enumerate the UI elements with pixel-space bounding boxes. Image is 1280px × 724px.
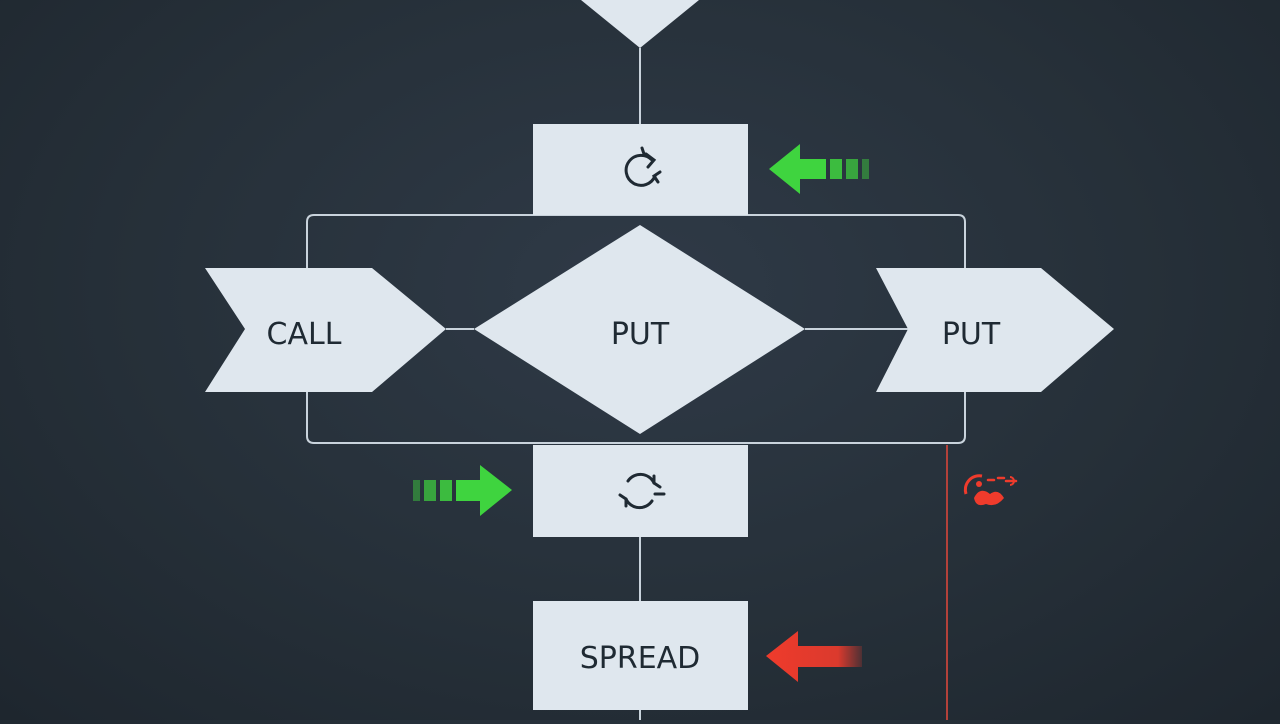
- cycle-icon: [618, 472, 666, 510]
- put-label: PUT: [942, 317, 1001, 352]
- top-triangle-node: [581, 0, 699, 48]
- green-arrow-dash: [424, 480, 436, 501]
- spread-node[interactable]: [533, 601, 748, 710]
- green-arrow-head-right: [456, 465, 512, 516]
- red-arrow-head-left: [766, 631, 862, 682]
- top-process-box: [533, 124, 748, 215]
- green-arrow-dash: [440, 480, 452, 501]
- refresh-icon: [624, 146, 662, 187]
- green-arrow-dash: [413, 480, 420, 501]
- green-arrow-in-top: [769, 144, 869, 194]
- green-arrow-dash: [846, 159, 858, 179]
- green-arrow-head-left: [769, 144, 826, 194]
- green-arrow-in-mid: [413, 465, 512, 516]
- spread-label: SPREAD: [580, 641, 701, 676]
- put-node[interactable]: [876, 268, 1114, 392]
- mid-process-box: [533, 445, 748, 537]
- call-label: CALL: [267, 317, 342, 352]
- put-decision-label: PUT: [611, 317, 670, 352]
- green-arrow-dash: [862, 159, 869, 179]
- put-decision-node[interactable]: [474, 225, 805, 434]
- warning-icon: [963, 474, 1018, 506]
- connector-loop-frame-bottom: [306, 392, 966, 444]
- green-arrow-dash: [830, 159, 842, 179]
- red-arrow-in-bottom: [766, 631, 862, 682]
- call-node[interactable]: [205, 268, 446, 392]
